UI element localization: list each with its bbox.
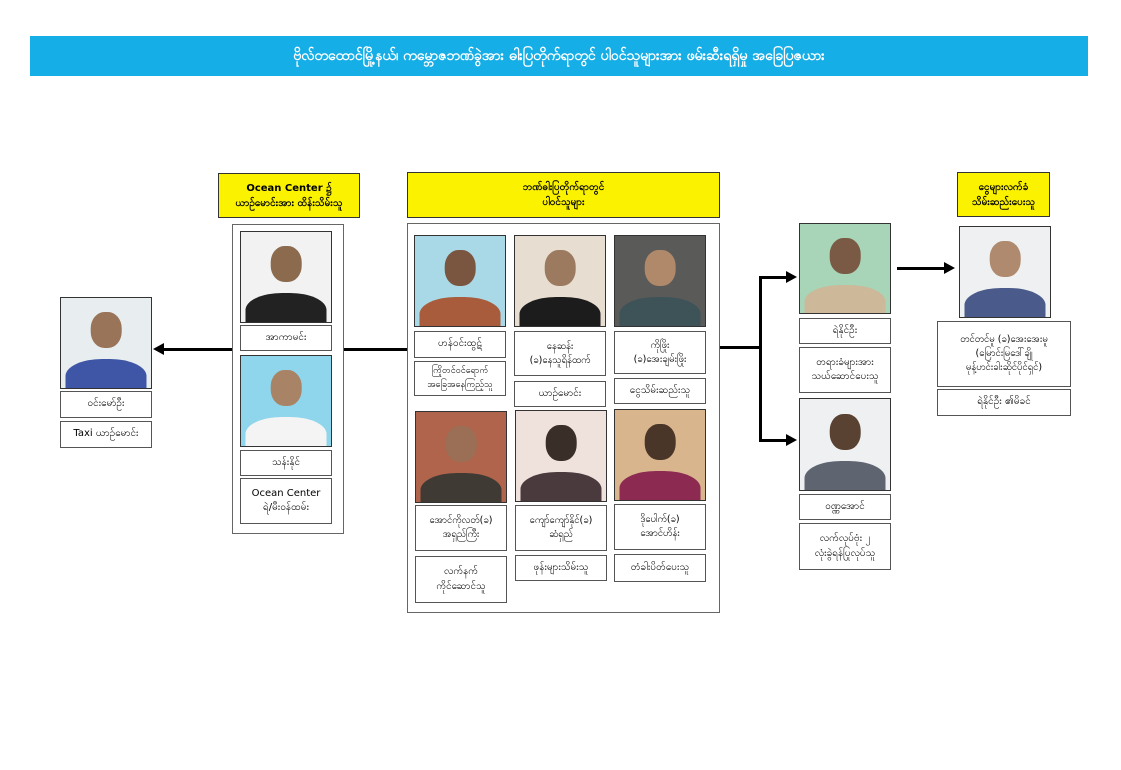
arrow-head-left-icon [153, 343, 164, 355]
robbers-header: ဘဏ်ဓါးပြတိုက်ရာတွင် ပါဝင်သူများ [407, 172, 720, 218]
robber-6-role: တံခါးပိတ်ပေးသူ [614, 554, 706, 582]
right-person-1-role: တရားခံများအား သယ်ဆောင်ပေးသူ [799, 347, 891, 393]
connector-ocean-to-robbers [344, 348, 407, 351]
photo-left-person [60, 297, 152, 389]
money-keeper-header: ငွေများလက်ခံ သိမ်းဆည်းပေးသူ [957, 172, 1050, 217]
left-person-role: Taxi ယာဉ်မောင်း [60, 421, 152, 448]
money-keeper-name: တင်တင်မူ (ခ)အေးအေးမူ (မြောင်းမြဒေါ်ချို … [937, 321, 1071, 387]
connector-vertical [759, 276, 762, 442]
arrow-head-right-icon [786, 271, 797, 283]
arrow-to-money-keeper [897, 267, 945, 270]
photo-robber-5 [515, 410, 607, 502]
photo-robber-2 [514, 235, 606, 327]
photo-robber-4 [415, 411, 507, 503]
photo-robber-3 [614, 235, 706, 327]
left-person-name: ဝင်းမော်ဦး [60, 391, 152, 418]
robber-4-role: လက်နက် ကိုင်ဆောင်သူ [415, 556, 507, 603]
photo-right-person-1 [799, 223, 891, 314]
robber-3-name: ကိုဖြိုး (ခ)အေးချမ်းဖြိုး [614, 331, 706, 374]
right-person-1-name: ရဲနိုင်ဦး [799, 318, 891, 344]
robber-3-role: ငွေသိမ်းဆည်းသူ [614, 378, 706, 404]
ocean-group-header: Ocean Center ၌ ယာဉ်မောင်းအား ထိန်းသိမ်းသ… [218, 173, 360, 218]
robber-5-role: ဖုန်းများသိမ်းသူ [515, 555, 607, 581]
arrow-head-right-icon [786, 434, 797, 446]
arrow-to-right-person-2 [759, 439, 787, 442]
ocean-2-role: Ocean Center ရဲ/မီးဝန်ထမ်း [240, 478, 332, 524]
page-title: ဗိုလ်တထောင်မြို့နယ်၊ ကမ္ဘောဇဘဏ်ခွဲအား ဓါ… [30, 36, 1088, 76]
money-keeper-relation: ရဲနိုင်ဦး ၏မိခင် [937, 389, 1071, 416]
ocean-1-name: အာကာမင်း [240, 325, 332, 351]
ocean-2-name: သန်းနိုင် [240, 450, 332, 476]
photo-ocean-2 [240, 355, 332, 447]
robber-4-name: အောင်ကိုလတ်(ခ) အရှည်ကြီး [415, 505, 507, 551]
arrow-to-left-person [163, 348, 232, 351]
arrow-head-right-icon [944, 262, 955, 274]
photo-robber-1 [414, 235, 506, 327]
photo-money-keeper [959, 226, 1051, 318]
robber-1-name: ဟန်ဝင်းထွဋ် [414, 331, 506, 358]
robber-5-name: ကျော်ကျော်နိုင်(ခ) ဆံရှည် [515, 505, 607, 551]
robber-2-name: နေဆန်း (ခ)နေသူရိန်ထက် [514, 331, 606, 376]
photo-ocean-1 [240, 231, 332, 323]
photo-right-person-2 [799, 398, 891, 491]
robber-6-name: ဒိုပေါက်(ခ) အောင်ဟိန်း [614, 504, 706, 550]
right-person-2-role: လက်လုပ်ဗုံး ၂ လုံးခွဲရန်ပြုလုပ်သူ [799, 523, 891, 570]
robber-2-role: ယာဉ်မောင်း [514, 381, 606, 407]
robber-1-role: ကြိုတင်ဝင်ရောက် အခြေအနေကြည့်သူ [414, 361, 506, 396]
arrow-to-right-person-1 [759, 276, 787, 279]
photo-robber-6 [614, 409, 706, 501]
connector-robbers-out [720, 346, 761, 349]
right-person-2-name: ဝဏ္ဏအောင် [799, 494, 891, 520]
